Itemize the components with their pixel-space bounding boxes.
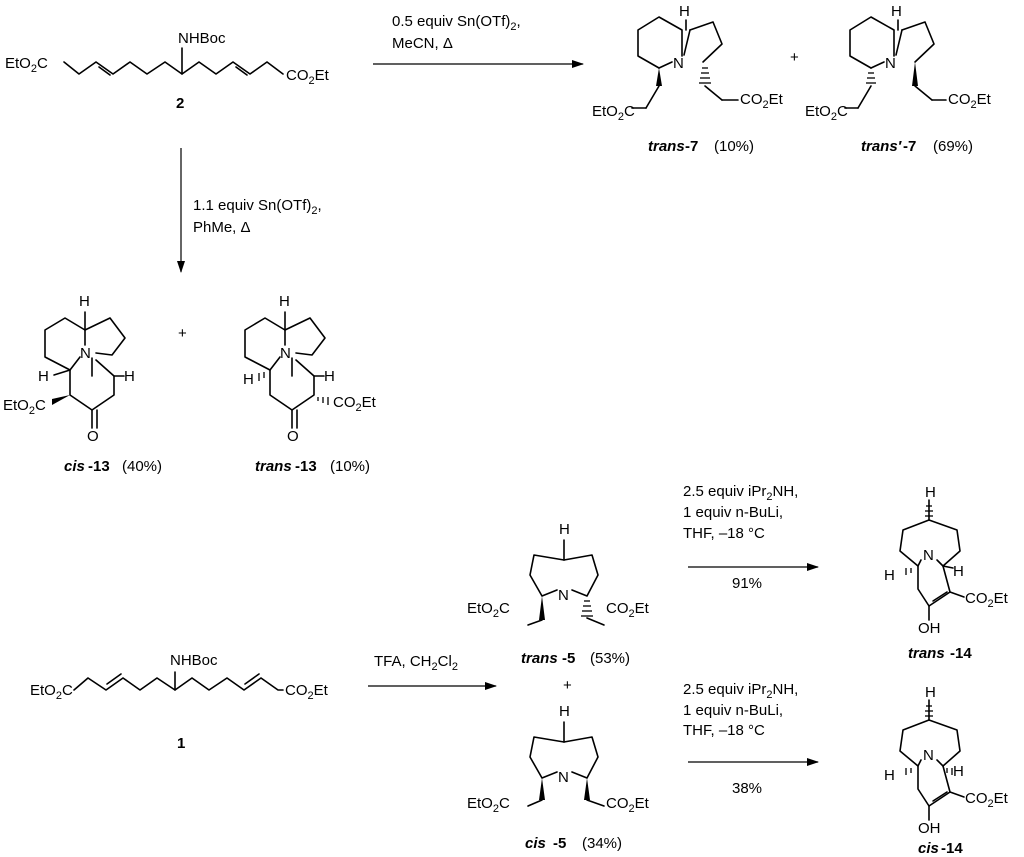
cond-top-line1: 0.5 equiv Sn(OTf)2,	[392, 13, 521, 33]
compound-cis-5: N H EtO2C CO2Et cis -5 (34%)	[467, 703, 650, 852]
transp7-stereo: trans′	[861, 138, 903, 155]
cond-base-trans-1: 2.5 equiv iPr2NH,	[683, 483, 798, 503]
compound-1-amine: NHBoc	[170, 652, 218, 669]
cis13-H-top: H	[79, 293, 90, 310]
trans7-co2et: CO2Et	[740, 91, 784, 111]
trans7-eto2c: EtO2C	[592, 103, 635, 123]
cond-base-cis-1: 2.5 equiv iPr2NH,	[683, 681, 798, 701]
trans5-num: -5	[562, 650, 575, 667]
compound-1: NHBoc EtO2C CO2Et 1	[30, 652, 329, 752]
trans7-stereo: trans	[648, 138, 685, 155]
trans14-stereo: trans	[908, 645, 945, 662]
cis13-H-right: H	[124, 368, 135, 385]
trans13-stereo: trans	[255, 458, 292, 475]
compound-cis-14: N H H H OH CO2Et cis -14	[884, 684, 1009, 857]
cond-base-cis-3: THF, –18 °C	[683, 722, 765, 739]
cis5-stereo: cis	[525, 835, 546, 852]
cis5-yield: (34%)	[582, 835, 622, 852]
cis14-H-left: H	[884, 767, 895, 784]
cond-base-trans-2: 1 equiv n-BuLi,	[683, 504, 783, 521]
compound-trans-5: N H EtO2C CO2Et trans -5 (53%)	[467, 521, 650, 667]
cond-base-trans-3: THF, –18 °C	[683, 525, 765, 542]
compound-trans-14: N H H H OH CO2Et trans -14	[884, 484, 1009, 662]
transp7-co2et: CO2Et	[948, 91, 992, 111]
trans13-co2et: CO2Et	[333, 394, 377, 414]
trans5-H: H	[559, 521, 570, 538]
compound-2-label: 2	[176, 95, 184, 112]
trans13-yield: (10%)	[330, 458, 370, 475]
trans13-H-top: H	[279, 293, 290, 310]
cis13-N: N	[80, 345, 91, 362]
cis14-num: -14	[941, 840, 963, 857]
trans7-N: N	[673, 55, 684, 72]
compound-trans-13: N H H H O CO2Et trans -13 (10%)	[243, 293, 377, 475]
plus-7: +	[790, 49, 799, 66]
trans14-num: -14	[950, 645, 972, 662]
trans13-N: N	[280, 345, 291, 362]
trans5-N: N	[558, 587, 569, 604]
trans14-H-top: H	[925, 484, 936, 501]
compound-1-left-ester: EtO2C	[30, 682, 73, 702]
trans14-H-left: H	[884, 567, 895, 584]
cis14-OH: OH	[918, 820, 941, 837]
yield-trans-14: 91%	[732, 575, 762, 592]
cis14-H-top: H	[925, 684, 936, 701]
transp7-N: N	[885, 55, 896, 72]
cis14-N: N	[923, 747, 934, 764]
cond-tfa: TFA, CH2Cl2	[374, 653, 458, 673]
cond-down-line2: PhMe, Δ	[193, 219, 251, 236]
trans13-num: -13	[295, 458, 317, 475]
trans7-num: -7	[685, 138, 698, 155]
compound-2-left-ester: EtO2C	[5, 55, 48, 75]
transp7-yield: (69%)	[933, 138, 973, 155]
cis5-co2et: CO2Et	[606, 795, 650, 815]
compound-2-amine: NHBoc	[178, 30, 226, 47]
plus-13: +	[178, 325, 187, 342]
compound-1-label: 1	[177, 735, 185, 752]
cis13-O: O	[87, 428, 99, 445]
compound-trans-prime-7: N H EtO2C CO2Et trans′ -7 (69%)	[805, 3, 992, 155]
cond-base-cis-2: 1 equiv n-BuLi,	[683, 702, 783, 719]
cis5-H: H	[559, 703, 570, 720]
compound-2-right-ester: CO2Et	[286, 67, 330, 87]
cis13-H-left: H	[38, 368, 49, 385]
trans14-H-right: H	[953, 563, 964, 580]
compound-cis-13: N H H H O EtO2C cis -13 (40%)	[3, 293, 162, 475]
trans7-yield: (10%)	[714, 138, 754, 155]
yield-cis-14: 38%	[732, 780, 762, 797]
trans5-co2et: CO2Et	[606, 600, 650, 620]
cis14-stereo: cis	[918, 840, 939, 857]
plus-5: +	[563, 677, 572, 694]
cis13-eto2c: EtO2C	[3, 397, 46, 417]
transp7-H: H	[891, 3, 902, 20]
trans13-O: O	[287, 428, 299, 445]
cis5-eto2c: EtO2C	[467, 795, 510, 815]
trans13-H-right: H	[324, 368, 335, 385]
cis13-stereo: cis	[64, 458, 85, 475]
cis13-num: -13	[88, 458, 110, 475]
cis5-N: N	[558, 769, 569, 786]
trans13-H-left: H	[243, 371, 254, 388]
transp7-eto2c: EtO2C	[805, 103, 848, 123]
trans5-stereo: trans	[521, 650, 558, 667]
cond-top-line2: MeCN, Δ	[392, 35, 453, 52]
trans14-co2et: CO2Et	[965, 590, 1009, 610]
compound-1-right-ester: CO2Et	[285, 682, 329, 702]
trans14-OH: OH	[918, 620, 941, 637]
trans5-yield: (53%)	[590, 650, 630, 667]
compound-2: NHBoc EtO2C CO2Et 2	[5, 30, 330, 112]
cis13-yield: (40%)	[122, 458, 162, 475]
trans14-N: N	[923, 547, 934, 564]
compound-trans-7: N H EtO2C CO2Et trans -7 (10%)	[592, 3, 784, 155]
cond-down-line1: 1.1 equiv Sn(OTf)2,	[193, 197, 322, 217]
cis5-num: -5	[553, 835, 566, 852]
cis14-H-right: H	[953, 763, 964, 780]
trans5-eto2c: EtO2C	[467, 600, 510, 620]
cis14-co2et: CO2Et	[965, 790, 1009, 810]
transp7-num: -7	[903, 138, 916, 155]
trans7-H: H	[679, 3, 690, 20]
